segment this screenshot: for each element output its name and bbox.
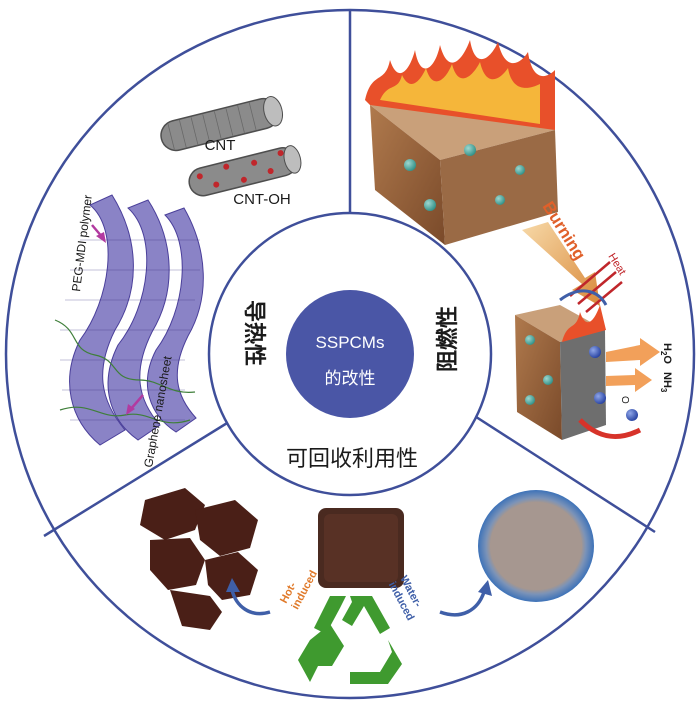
curve-arrow-right bbox=[439, 591, 486, 617]
divider-right bbox=[455, 402, 656, 534]
cnt-oh-label: CNT-OH bbox=[233, 191, 291, 208]
burning-block-top bbox=[365, 40, 558, 245]
graphene-pointer-head bbox=[126, 404, 135, 415]
divider-left bbox=[43, 410, 246, 538]
h2o-label: H2O bbox=[659, 343, 673, 364]
cnt-tube-image bbox=[160, 96, 284, 152]
o2-label: O bbox=[619, 396, 630, 404]
polymer-pointer-head bbox=[96, 232, 106, 243]
thermal-panel: CNT CNT-OH PEG-MDI polymer Graphene nano… bbox=[54, 96, 302, 469]
fragments-image bbox=[140, 488, 258, 630]
sector-label-recycle: 可回收利用性 bbox=[286, 447, 418, 472]
center-subtitle: 的改性 bbox=[325, 369, 376, 389]
curve-arrow-left bbox=[230, 589, 271, 616]
sector-label-thermal: 导热性 bbox=[241, 300, 267, 366]
recycle-symbol-icon bbox=[298, 596, 402, 684]
cnt-oh-tube-image bbox=[188, 145, 302, 197]
nh3-label: NH3 bbox=[659, 372, 673, 393]
burning-block-bottom bbox=[515, 305, 660, 440]
flame-panel: Burning Heat H2O NH3 O bbox=[365, 40, 673, 440]
blue-return-arrow bbox=[559, 289, 608, 306]
center-disc bbox=[286, 290, 414, 418]
sector-label-flame: 阻燃性 bbox=[435, 306, 461, 372]
cnt-label: CNT bbox=[205, 137, 236, 154]
center-title: SSPCMs bbox=[316, 333, 385, 352]
graphene-sheets-image bbox=[54, 194, 204, 446]
